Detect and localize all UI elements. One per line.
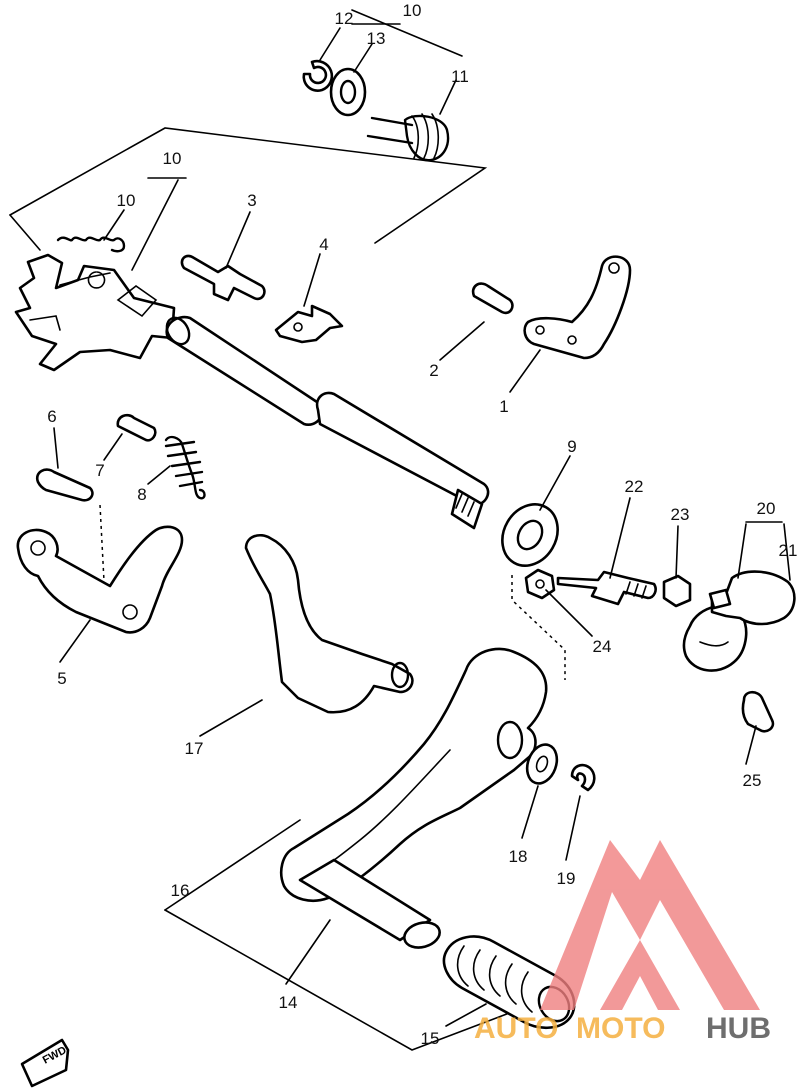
callout-25: 24 <box>593 637 612 656</box>
callout-5: 5 <box>57 669 66 688</box>
callout-11: 10 <box>117 191 136 210</box>
joint-22 <box>708 570 796 626</box>
callout-2: 2 <box>429 361 438 380</box>
callout-15: 14 <box>279 993 298 1012</box>
callout-12: 11 <box>451 67 469 86</box>
rubber-16 <box>442 935 576 1030</box>
callout-19: 18 <box>509 847 528 866</box>
callout-7: 7 <box>95 461 104 480</box>
spring-8 <box>164 435 206 500</box>
nut-24 <box>662 574 692 608</box>
bolt-7 <box>116 413 157 442</box>
circlip-13 <box>302 59 334 92</box>
plate-1 <box>523 255 632 360</box>
callout-14: 13 <box>367 29 386 48</box>
bolt-6 <box>35 468 94 502</box>
callout-24: 23 <box>671 505 690 524</box>
pedal-shaft-15 <box>298 858 441 949</box>
watermark-text: AUTO MOTO HUB <box>474 1012 771 1045</box>
seal-9 <box>501 503 559 567</box>
watermark-part3: HUB <box>706 1012 771 1045</box>
group-outlines <box>9 127 571 1051</box>
callout-1: 1 <box>499 397 508 416</box>
stopper-4 <box>274 304 344 344</box>
spring-12 <box>366 113 450 162</box>
watermark-logo <box>540 840 760 1010</box>
callout-13: 12 <box>335 9 354 28</box>
clip-20 <box>570 763 596 792</box>
callout-10-left: 10 <box>163 149 182 168</box>
watermark-triangle-icon <box>540 840 760 1010</box>
watermark-part2: MOTO <box>576 1012 665 1045</box>
arm-18 <box>244 534 414 714</box>
callout-17: 16 <box>171 881 190 900</box>
washer-14 <box>329 67 367 117</box>
shaft-long <box>165 315 490 530</box>
callout-23: 22 <box>625 477 644 496</box>
callout-16: 15 <box>421 1029 440 1048</box>
watermark-part1: AUTO <box>474 1012 558 1045</box>
spring-11 <box>56 236 126 253</box>
fwd-marker: FWD <box>20 1038 70 1088</box>
callout-20: 19 <box>557 869 576 888</box>
callout-22: 21 <box>779 541 798 560</box>
callout-labels: 12 10 13 11 10 10 3 4 2 1 6 7 8 9 22 23 … <box>47 1 797 1048</box>
pin-3 <box>180 254 266 302</box>
callout-26: 25 <box>743 771 762 790</box>
washer-19 <box>525 743 559 785</box>
rod-23 <box>556 570 657 606</box>
callout-21: 20 <box>757 499 776 518</box>
callout-10-top: 10 <box>403 1 422 20</box>
lever-5 <box>16 525 184 634</box>
bolt-2 <box>471 282 514 315</box>
callout-4: 4 <box>319 235 328 254</box>
leader-lines <box>53 9 791 1027</box>
shift-shaft-assembly <box>14 253 176 372</box>
callout-3: 3 <box>247 191 256 210</box>
callout-18: 17 <box>185 739 204 758</box>
callout-8: 8 <box>137 485 146 504</box>
callout-6: 6 <box>47 407 56 426</box>
bolt-26 <box>741 690 775 733</box>
callout-9: 9 <box>567 437 576 456</box>
